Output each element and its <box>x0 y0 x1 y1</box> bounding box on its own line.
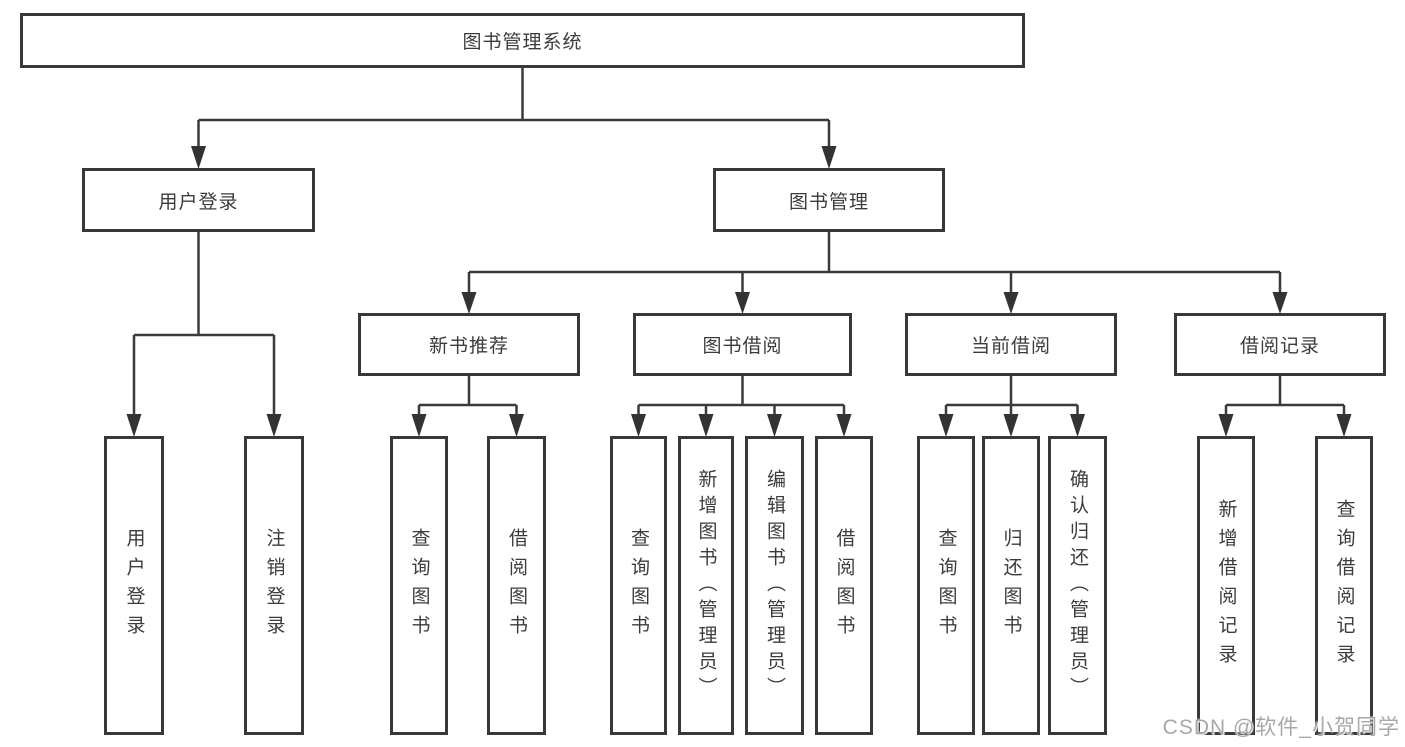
node-book-management-label: 图书管理 <box>788 191 869 213</box>
leaf-confirm-return-admin: 确认归还（管理员） <box>1048 436 1107 735</box>
connector-current-borrow <box>944 376 1079 416</box>
leaf-query-books-current: 查询图书 <box>917 436 975 735</box>
leaf-edit-book-admin-label: 编辑图书（管理员） <box>764 468 785 703</box>
leaf-user-login-label: 用户登录 <box>123 527 145 644</box>
connector-root <box>197 68 831 148</box>
node-book-management: 图书管理 <box>713 168 945 232</box>
node-book-borrow: 图书借阅 <box>633 313 852 376</box>
leaf-return-books-label: 归还图书 <box>1000 527 1022 644</box>
node-root-label: 图书管理系统 <box>462 32 583 53</box>
leaf-add-book-admin: 新增图书（管理员） <box>678 436 734 735</box>
leaf-borrow-books-borrow-label: 借阅图书 <box>833 527 855 644</box>
leaf-query-borrow-record-label: 查询借阅记录 <box>1333 498 1355 673</box>
node-new-book-recommend-label: 新书推荐 <box>428 336 509 357</box>
leaf-query-books-borrow-label: 查询图书 <box>628 527 649 644</box>
leaf-logout: 注销登录 <box>244 436 304 735</box>
arrowheads <box>126 146 1352 437</box>
leaf-query-books-borrow: 查询图书 <box>610 436 667 735</box>
leaf-add-book-admin-label: 新增图书（管理员） <box>695 468 717 703</box>
connector-book-borrow <box>637 376 846 416</box>
node-borrow-records: 借阅记录 <box>1174 313 1386 376</box>
node-current-borrow-label: 当前借阅 <box>970 336 1051 357</box>
leaf-borrow-books-recommend: 借阅图书 <box>487 436 546 735</box>
leaf-return-books: 归还图书 <box>982 436 1040 735</box>
node-user-login: 用户登录 <box>82 168 315 232</box>
connector-mgmt-branch <box>467 232 1282 294</box>
leaf-edit-book-admin: 编辑图书（管理员） <box>745 436 804 735</box>
leaf-add-borrow-record-label: 新增借阅记录 <box>1215 498 1237 673</box>
leaf-user-login: 用户登录 <box>104 436 164 735</box>
node-user-login-label: 用户登录 <box>158 191 239 213</box>
leaf-borrow-books-borrow: 借阅图书 <box>815 436 873 735</box>
leaf-query-books-current-label: 查询图书 <box>935 527 957 644</box>
leaf-query-books-recommend-label: 查询图书 <box>408 527 430 644</box>
node-borrow-records-label: 借阅记录 <box>1239 336 1320 357</box>
node-root: 图书管理系统 <box>20 13 1025 68</box>
leaf-query-borrow-record: 查询借阅记录 <box>1315 436 1373 735</box>
node-current-borrow: 当前借阅 <box>905 313 1117 376</box>
leaf-logout-label: 注销登录 <box>263 527 285 644</box>
leaf-borrow-books-recommend-label: 借阅图书 <box>506 527 527 644</box>
connector-borrow-records <box>1224 376 1346 416</box>
watermark: CSDN @软件_小贺同学 <box>1162 716 1400 739</box>
node-new-book-recommend: 新书推荐 <box>358 313 580 376</box>
connector-new-book <box>417 376 518 416</box>
connector-login-branch <box>132 232 276 416</box>
leaf-add-borrow-record: 新增借阅记录 <box>1197 436 1255 735</box>
leaf-query-books-recommend: 查询图书 <box>390 436 448 735</box>
leaf-confirm-return-admin-label: 确认归还（管理员） <box>1067 468 1088 703</box>
node-book-borrow-label: 图书借阅 <box>702 336 783 357</box>
